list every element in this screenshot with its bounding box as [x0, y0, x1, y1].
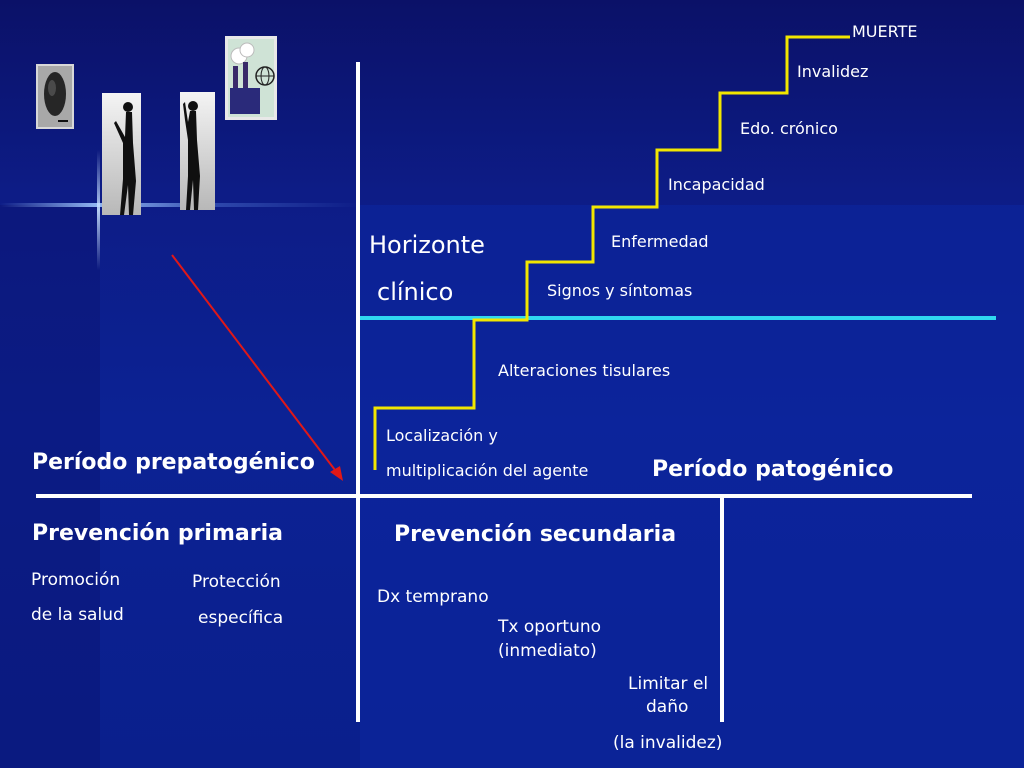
arrow-line: [171, 254, 339, 475]
dx-temprano: Dx temprano: [377, 587, 489, 607]
prevencion-secundaria-heading: Prevención secundaria: [394, 522, 677, 547]
factory-globe-image: [225, 36, 277, 120]
promocion-line2: de la salud: [31, 605, 124, 625]
stage-localizacion-line2: multiplicación del agente: [386, 461, 589, 480]
stage-muerte: MUERTE: [852, 22, 918, 41]
stage-signos-sintomas: Signos y síntomas: [547, 281, 693, 300]
background-panel: [360, 205, 1024, 768]
stage-localizacion-line1: Localización y: [386, 426, 498, 445]
microbe-image: [36, 64, 74, 129]
tx-oportuno-line2: (inmediato): [498, 641, 597, 661]
stage-alteraciones-tisulares: Alteraciones tisulares: [498, 361, 671, 380]
proteccion-line2: específica: [198, 608, 284, 628]
stage-incapacidad: Incapacidad: [668, 175, 765, 194]
stage-enfermedad: Enfermedad: [611, 232, 709, 251]
proteccion-line1: Protección: [192, 572, 281, 592]
human-silhouette-image: [180, 92, 215, 210]
human-silhouette-image: [102, 93, 141, 215]
stage-invalidez: Invalidez: [797, 62, 869, 81]
limitar-line3: (la invalidez): [613, 733, 723, 753]
light-flare-vertical: [97, 150, 100, 270]
promocion-line1: Promoción: [31, 570, 121, 590]
disease-progression-stairs: [373, 35, 850, 470]
period-prepatogenico: Período prepatogénico: [32, 450, 315, 475]
stage-edo-cronico: Edo. crónico: [740, 119, 838, 138]
prevencion-primaria-heading: Prevención primaria: [32, 521, 283, 546]
limitar-line1: Limitar el: [628, 674, 709, 694]
horizonte-label-line2: clínico: [377, 278, 454, 306]
period-patogenico: Período patogénico: [652, 457, 894, 482]
arrow-head: [330, 466, 343, 481]
background-strip: [0, 205, 100, 768]
limitar-line2: daño: [646, 697, 689, 717]
tx-oportuno-line1: Tx oportuno: [498, 617, 602, 637]
horizonte-label-line1: Horizonte: [369, 231, 485, 259]
